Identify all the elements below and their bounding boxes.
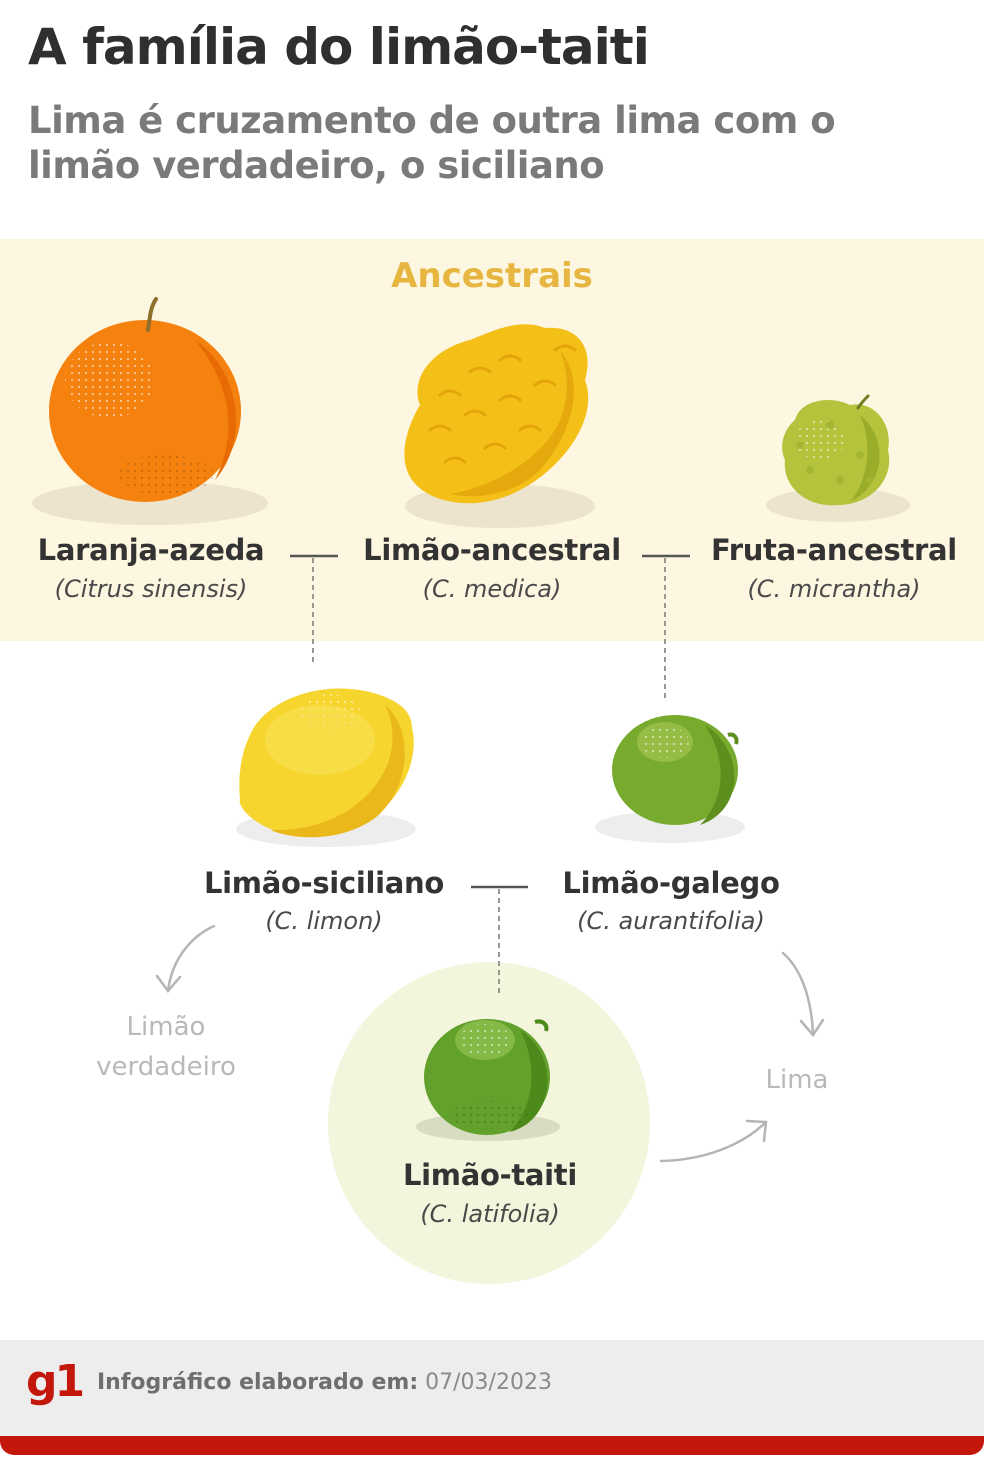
footer-background <box>0 1340 984 1436</box>
ancestor-scientific-citron: (C. medica) <box>422 575 562 603</box>
ancestors-heading: Ancestrais <box>391 256 593 296</box>
category-lime: Lima <box>765 1065 829 1095</box>
hybrid-scientific-key-lime: (C. aurantifolia) <box>577 907 765 935</box>
micrantha-icon <box>766 394 910 522</box>
ancestor-scientific-micrantha: (C. micrantha) <box>747 575 921 603</box>
g1-logo: g1 <box>26 1356 85 1407</box>
ancestor-scientific-sour-orange: (Citrus sinensis) <box>54 575 248 603</box>
page-title: A família do limão-taiti <box>28 18 650 76</box>
category-true-lemon: Limão verdadeiro <box>76 1007 256 1087</box>
arrow-to-lime-icon <box>781 951 825 1038</box>
arrow-tahiti-to-lime-icon <box>659 1119 768 1163</box>
ancestor-name-sour-orange: Laranja-azeda <box>37 533 265 567</box>
sour-orange-icon <box>32 297 268 525</box>
footer-credit-label: Infográfico elaborado em: <box>97 1370 419 1395</box>
sicilian-lemon-icon <box>236 688 416 847</box>
footer-credit: Infográfico elaborado em: 07/03/2023 <box>97 1370 552 1395</box>
page-subtitle: Lima é cruzamento de outra lima com o li… <box>28 99 836 187</box>
result-name-tahiti-lime: Limão-taiti <box>402 1158 578 1192</box>
ancestor-name-micrantha: Fruta-ancestral <box>711 533 957 567</box>
result-scientific-tahiti-lime: (C. latifolia) <box>420 1200 560 1228</box>
connector-lines <box>290 554 690 889</box>
hybrid-name-sicilian-lemon: Limão-siciliano <box>203 866 445 900</box>
key-lime-icon <box>595 715 745 843</box>
arrow-to-true-lemon-icon <box>155 924 216 994</box>
category-true-lemon-line1: Limão <box>126 1012 206 1042</box>
hybrid-scientific-sicilian-lemon: (C. limon) <box>265 907 383 935</box>
footer: g1 Infográfico elaborado em: 07/03/2023 <box>0 1340 984 1467</box>
tahiti-lime-icon <box>416 1019 560 1141</box>
hybrid-name-key-lime: Limão-galego <box>562 866 780 900</box>
citron-icon <box>404 324 595 528</box>
footer-brand-bar <box>0 1436 984 1455</box>
footer-date: 07/03/2023 <box>425 1370 552 1395</box>
category-true-lemon-line2: verdadeiro <box>96 1052 236 1082</box>
ancestor-name-citron: Limão-ancestral <box>363 533 621 567</box>
